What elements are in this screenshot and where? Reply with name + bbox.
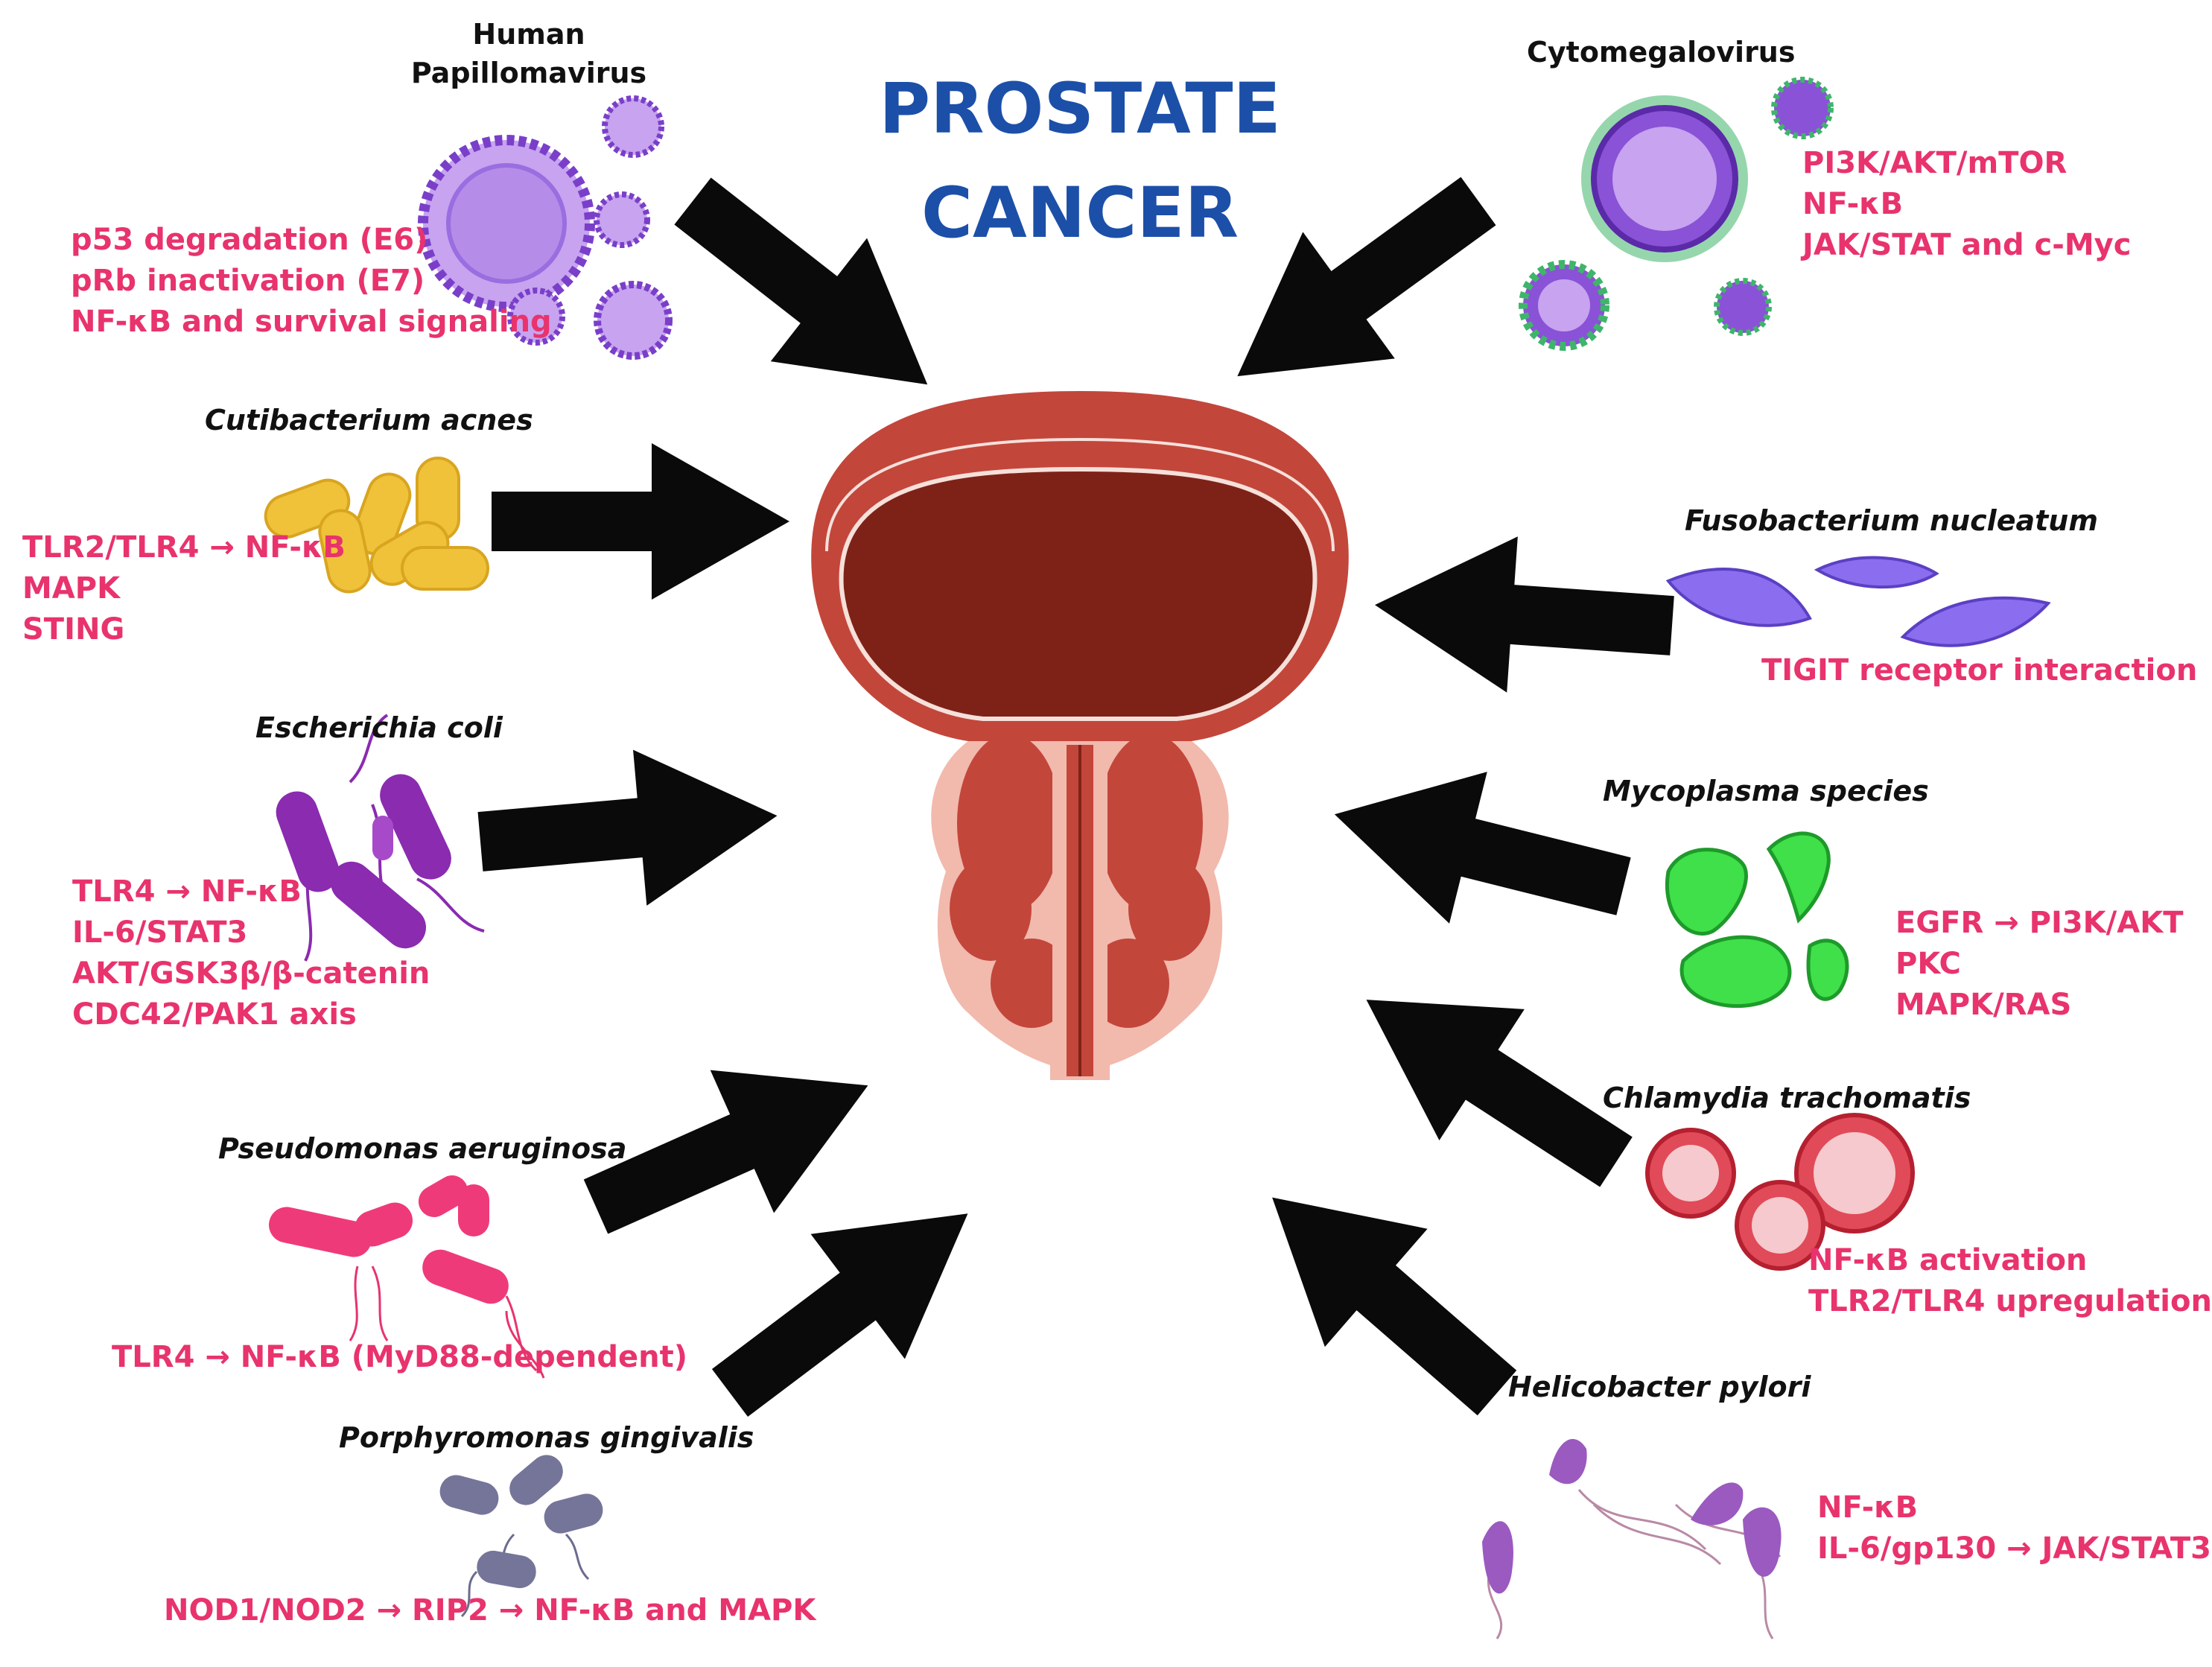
pathways-chlam: NF-κB activation TLR2/TLR4 upregulation (1808, 1240, 2212, 1322)
pathway-fuso-1: TIGIT receptor interaction (1761, 653, 2198, 688)
organism-name-cacnes: Cutibacterium acnes (205, 404, 533, 436)
cmv-virus-icon (1519, 77, 1834, 351)
pathway-cmv-1: PI3K/AKT/mTOR (1802, 146, 2068, 180)
arrow-pging (682, 1151, 1015, 1455)
pathways-hpylori: NF-κB IL-6/gp130 → JAK/STAT3 (1817, 1487, 2211, 1569)
prostate-illustration (811, 391, 1349, 1080)
ecoli-flagellated-bacteria-icon (276, 714, 485, 962)
hpv-virus-icon (418, 95, 673, 360)
organism-name-myco: Mycoplasma species (1603, 775, 1929, 807)
pathway-pging-1: NOD1/NOD2 → RIP2 → NF-κB and MAPK (164, 1593, 816, 1628)
pathway-chlam-1: NF-κB activation (1808, 1243, 2088, 1277)
pging-coccobacilli-icon (439, 1455, 603, 1618)
organism-name-hpv: Human Papillomavirus (387, 15, 670, 92)
chlam-inclusion-body-icon (1645, 1113, 1915, 1271)
hpylori-curved-bacteria-icon (1482, 1438, 1782, 1639)
pathways-hpv: p53 degradation (E6) pRb inactivation (E… (71, 220, 552, 343)
organism-name-cmv: Cytomegalovirus (1527, 36, 1796, 69)
pathway-myco-2: PKC (1895, 947, 1961, 981)
pathway-ecoli-3: AKT/GSK3β/β-catenin (72, 956, 430, 991)
pathway-hpv-2: pRb inactivation (E7) (71, 264, 425, 298)
pathways-pseudo: TLR4 → NF-κB (MyD88-dependent) (112, 1337, 687, 1378)
pathway-myco-1: EGFR → PI3K/AKT (1895, 906, 2184, 940)
title-line-2: CANCER (921, 173, 1239, 254)
arrow-fuso (1369, 527, 1678, 704)
pathway-hpv-1: p53 degradation (E6) (71, 223, 428, 257)
pathway-pseudo-1: TLR4 → NF-κB (MyD88-dependent) (112, 1340, 688, 1374)
organism-name-hpv-line-2: Papillomavirus (410, 57, 647, 89)
arrow-ecoli (473, 737, 784, 920)
pathways-pging: NOD1/NOD2 → RIP2 → NF-κB and MAPK (164, 1590, 816, 1631)
pseudo-rod-bacteria-icon (269, 1175, 545, 1379)
pathway-ecoli-4: CDC42/PAK1 axis (72, 997, 357, 1032)
cacnes-rod-bacteria-icon (264, 457, 489, 594)
pathway-cacnes-3: STING (22, 612, 125, 647)
pathway-cmv-2: NF-κB (1802, 187, 1904, 221)
pathway-hpylori-2: IL-6/gp130 → JAK/STAT3 (1817, 1531, 2211, 1566)
pathway-cmv-3: JAK/STAT and c-Myc (1802, 228, 2132, 262)
myco-mycoplasma-icon (1665, 831, 1849, 1009)
organism-name-pseudo: Pseudomonas aeruginosa (218, 1132, 627, 1165)
pathway-chlam-2: TLR2/TLR4 upregulation (1808, 1284, 2212, 1318)
arrow-hpylori (1221, 1138, 1548, 1452)
organism-name-hpylori: Helicobacter pylori (1508, 1371, 1811, 1403)
organism-name-hpv-line-1: Human (472, 18, 585, 51)
pathway-cacnes-1: TLR2/TLR4 → NF-κB (22, 530, 346, 565)
pathway-myco-3: MAPK/RAS (1895, 988, 2072, 1022)
pathways-fuso: TIGIT receptor interaction (1761, 650, 2197, 691)
arrow-cacnes (492, 443, 789, 600)
pathways-cmv: PI3K/AKT/mTOR NF-κB JAK/STAT and c-Myc (1802, 143, 2131, 266)
organism-name-pging: Porphyromonas gingivalis (339, 1421, 754, 1454)
fuso-spindle-bacteria-icon (1665, 556, 2051, 647)
pathway-cacnes-2: MAPK (22, 571, 121, 606)
pathway-ecoli-2: IL-6/STAT3 (72, 915, 248, 950)
pathways-cacnes: TLR2/TLR4 → NF-κB MAPK STING (22, 527, 346, 650)
pathway-ecoli-1: TLR4 → NF-κB (72, 874, 302, 909)
organism-name-fuso: Fusobacterium nucleatum (1685, 504, 2098, 537)
arrow-myco (1315, 738, 1643, 962)
pathway-hpylori-1: NF-κB (1817, 1490, 1919, 1525)
title-line-1: PROSTATE (879, 69, 1281, 150)
pathway-hpv-3: NF-κB and survival signaling (71, 305, 552, 339)
pathways-myco: EGFR → PI3K/AKT PKC MAPK/RAS (1895, 903, 2184, 1026)
organism-name-chlam: Chlamydia trachomatis (1603, 1082, 1971, 1114)
pathways-ecoli: TLR4 → NF-κB IL-6/STAT3 AKT/GSK3β/β-cate… (72, 871, 430, 1035)
organism-name-ecoli: Escherichia coli (255, 711, 503, 744)
